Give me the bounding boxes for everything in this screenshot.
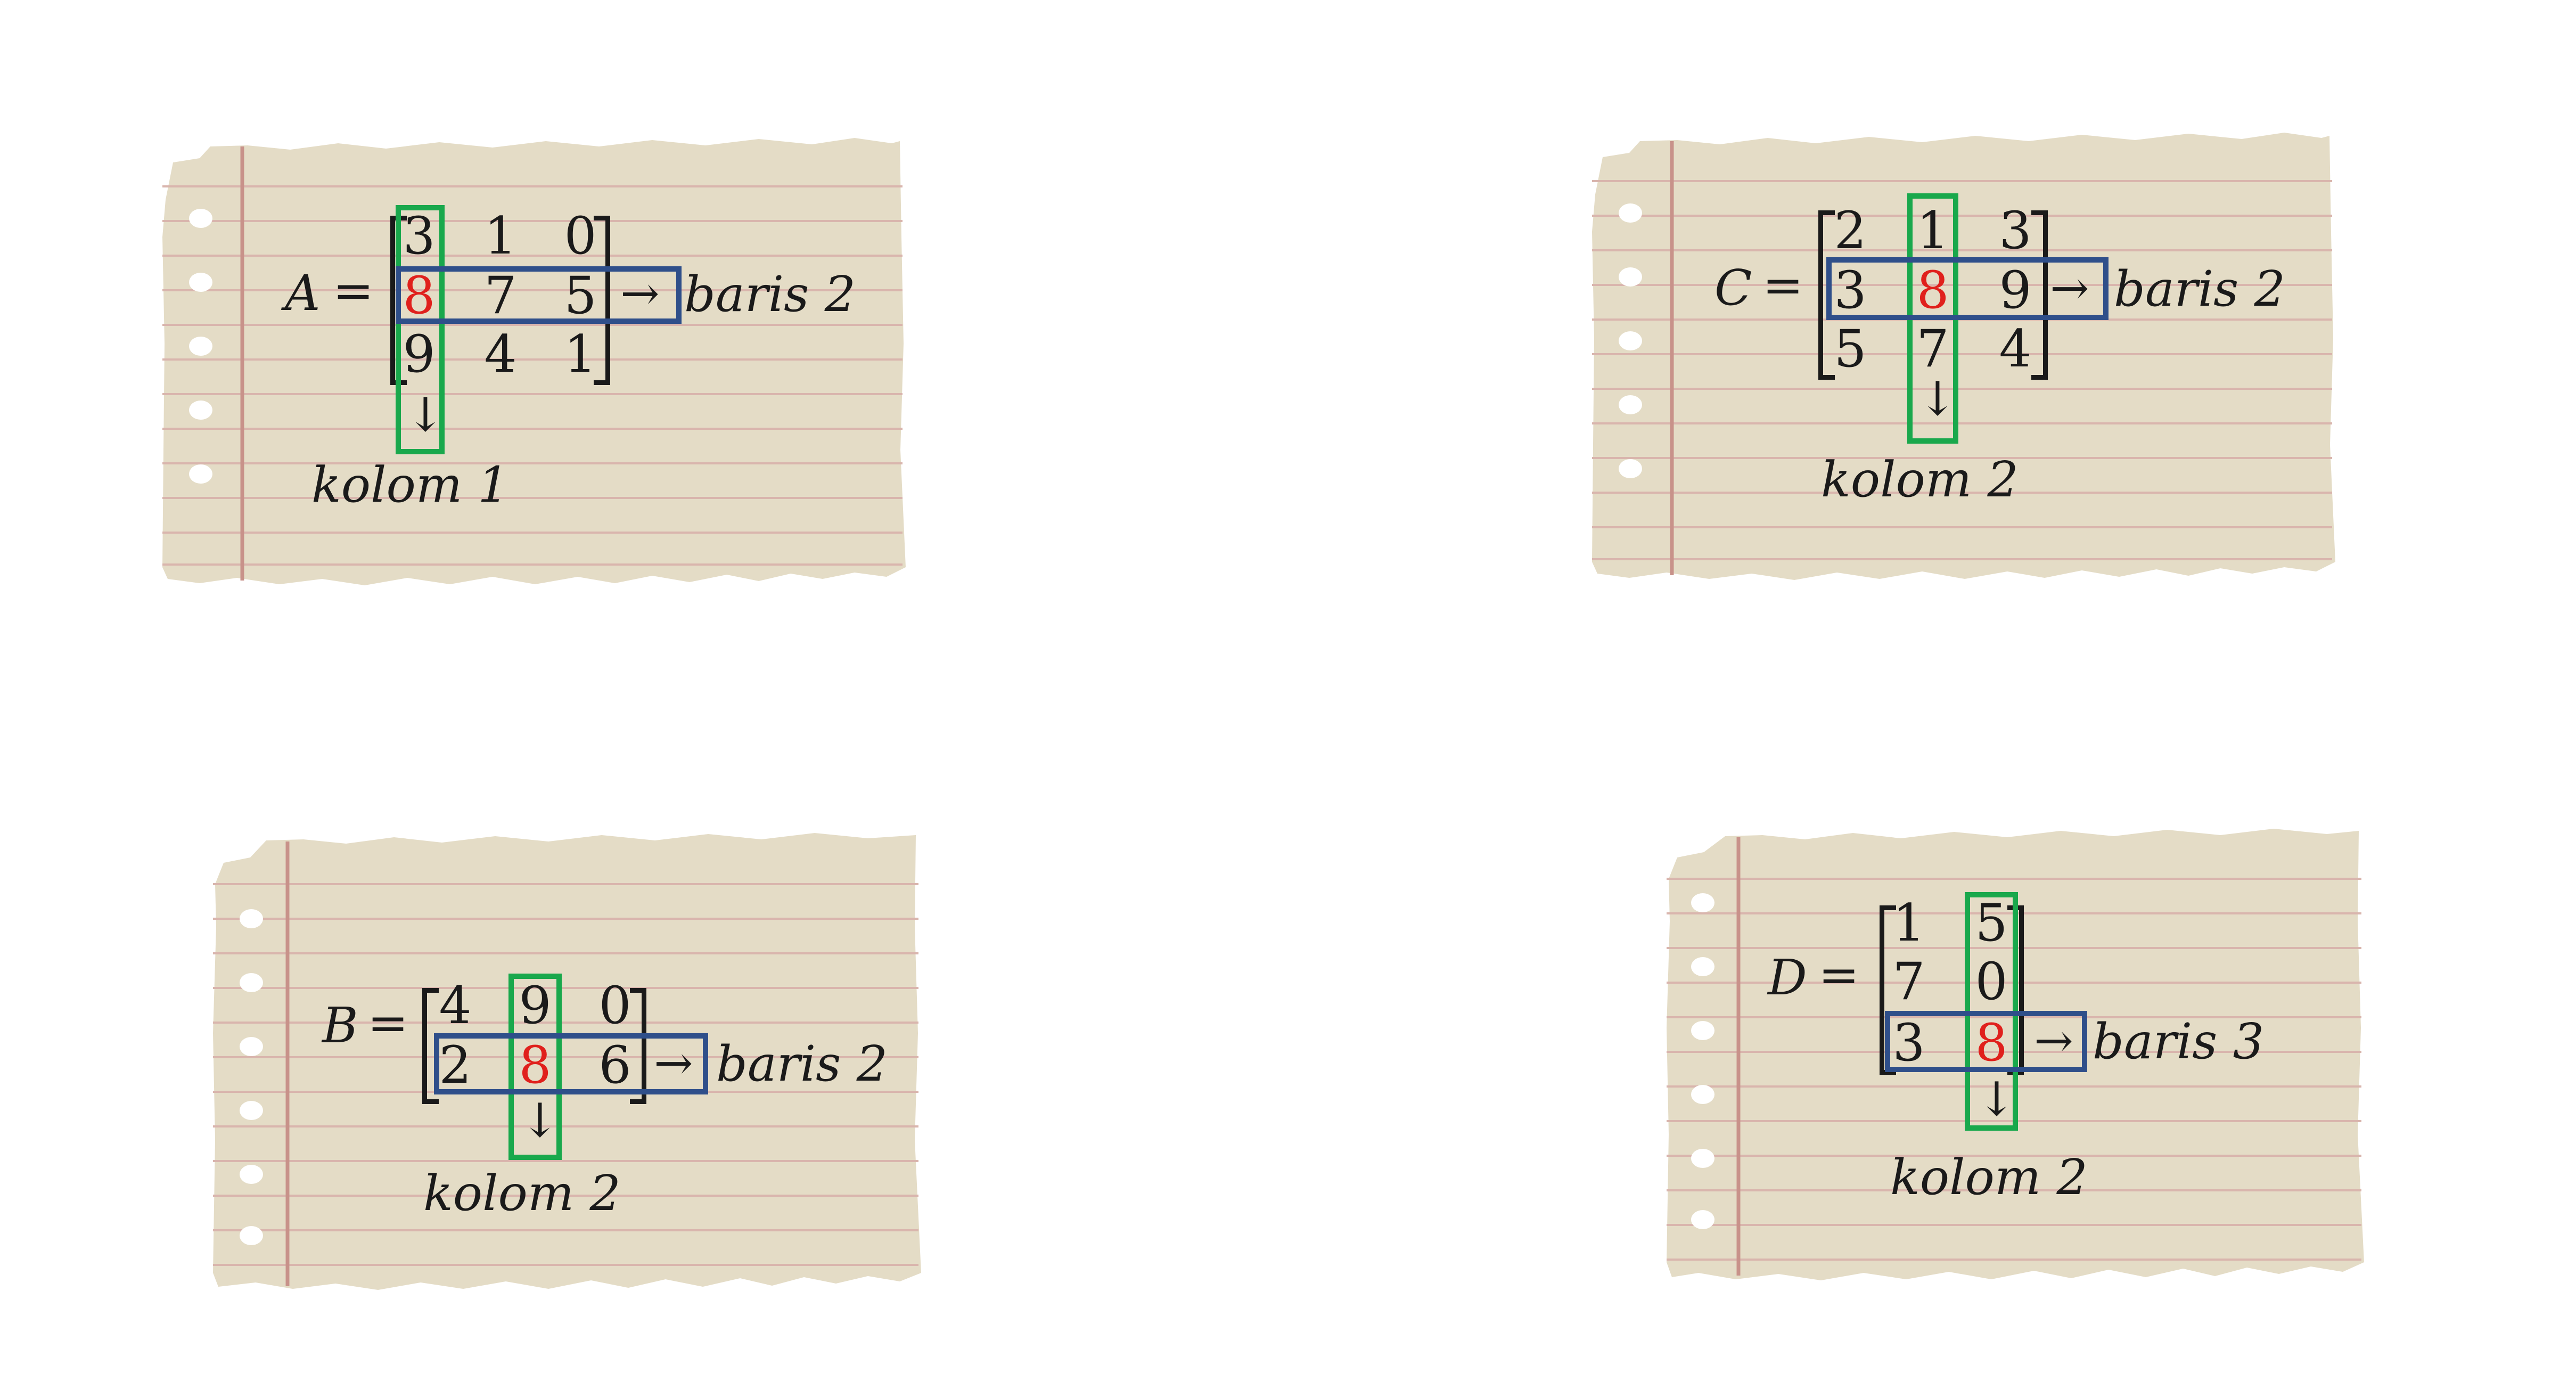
row-highlight-box bbox=[1885, 1011, 2087, 1072]
left-bracket bbox=[1880, 905, 1896, 1075]
column-label: kolom 2 bbox=[423, 1165, 621, 1222]
left-bracket bbox=[1818, 210, 1835, 380]
column-label: kolom 2 bbox=[1890, 1149, 2088, 1206]
column-highlight-box bbox=[396, 205, 445, 454]
torn-paper bbox=[162, 138, 906, 585]
equals-sign: = bbox=[1818, 946, 1860, 1003]
note-matrix-c: C = 2 1 3 3 8 9 5 7 4 → baris 2 ↓ kolom … bbox=[1592, 125, 2343, 597]
row-highlight-box bbox=[434, 1033, 708, 1094]
row-highlight-box bbox=[1826, 257, 2109, 320]
row-label: baris 3 bbox=[2093, 1013, 2265, 1070]
equals-sign: = bbox=[333, 262, 374, 319]
matrix-name: A bbox=[285, 265, 321, 322]
equals-sign: = bbox=[367, 994, 409, 1051]
right-bracket bbox=[630, 988, 646, 1104]
column-label: kolom 2 bbox=[1821, 451, 2019, 508]
column-arrow: ↓ bbox=[1918, 371, 1957, 426]
note-matrix-a: A = 3 1 0 8 7 5 9 4 1 → baris 2 ↓ kolom … bbox=[162, 130, 913, 602]
right-bracket bbox=[2031, 210, 2048, 380]
row-label: baris 2 bbox=[2114, 260, 2286, 317]
torn-paper bbox=[1592, 133, 2335, 580]
right-bracket bbox=[594, 216, 610, 385]
column-arrow: ↓ bbox=[520, 1093, 560, 1148]
note-matrix-d: D = 1 5 7 0 3 8 → baris 3 ↓ kolom 2 bbox=[1667, 815, 2369, 1294]
column-highlight-box bbox=[508, 974, 562, 1160]
equals-sign: = bbox=[1762, 257, 1804, 314]
torn-paper bbox=[213, 833, 921, 1290]
row-highlight-box bbox=[396, 266, 682, 324]
note-matrix-b: B = 4 9 0 2 8 6 → baris 2 ↓ kolom 2 bbox=[213, 820, 926, 1300]
row-arrow: → bbox=[2034, 1013, 2073, 1068]
column-label: kolom 1 bbox=[311, 456, 509, 513]
row-label: baris 2 bbox=[684, 266, 856, 323]
column-arrow: ↓ bbox=[1977, 1072, 2016, 1126]
row-label: baris 2 bbox=[716, 1035, 888, 1092]
row-arrow: → bbox=[620, 266, 660, 321]
left-bracket bbox=[422, 988, 439, 1104]
row-arrow: → bbox=[2050, 260, 2089, 315]
column-arrow: ↓ bbox=[406, 387, 445, 442]
matrix-name: C bbox=[1714, 259, 1752, 316]
row-arrow: → bbox=[654, 1035, 693, 1090]
matrix-name: B bbox=[322, 997, 358, 1054]
matrix-name: D bbox=[1768, 949, 1807, 1006]
